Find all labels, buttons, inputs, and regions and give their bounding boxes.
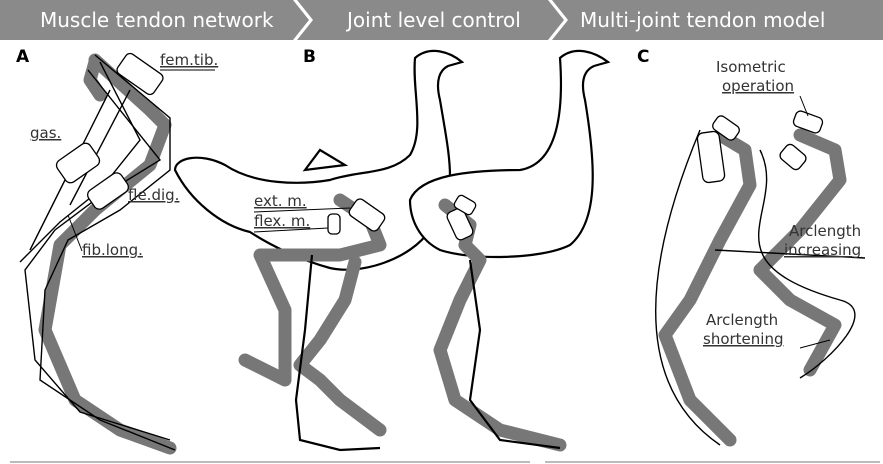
muscle-cylinders-c (697, 110, 824, 184)
label-flex-m: flex. m. (254, 212, 310, 230)
label-ext-m: ext. m. (254, 192, 307, 210)
panel-letter-b: B (303, 47, 316, 67)
panel-b: B ext. m. flex. m. (175, 47, 608, 450)
muscle-cylinder-c4 (778, 142, 808, 171)
panel-letter-a: A (16, 47, 30, 67)
labels-c: Isometric operation Arclength increasing… (703, 58, 861, 348)
label-isometric-line1: Isometric (716, 58, 786, 76)
muscle-cylinder-gas (54, 141, 102, 185)
label-shortening-line1: Arclength (706, 311, 778, 329)
panel-c: C Isometric operation Arclength increasi… (637, 47, 865, 445)
ostrich-left (175, 51, 462, 450)
label-isometric-line2: operation (722, 77, 794, 95)
muscle-cylinder-flex-m (328, 214, 340, 234)
label-fle-dig: fle.dig. (128, 186, 179, 204)
panel-letter-c: C (637, 47, 649, 67)
label-fib-long: fib.long. (82, 241, 143, 259)
legs-c (656, 130, 865, 445)
panel-a: A fem.tib. gas. fle.dig. fib.long. (16, 47, 218, 450)
label-fem-tib: fem.tib. (160, 51, 218, 69)
label-increasing-line2: increasing (784, 241, 861, 259)
label-increasing-line1: Arclength (789, 222, 861, 240)
label-shortening-line2: shortening (703, 330, 783, 348)
label-gas: gas. (30, 124, 61, 142)
